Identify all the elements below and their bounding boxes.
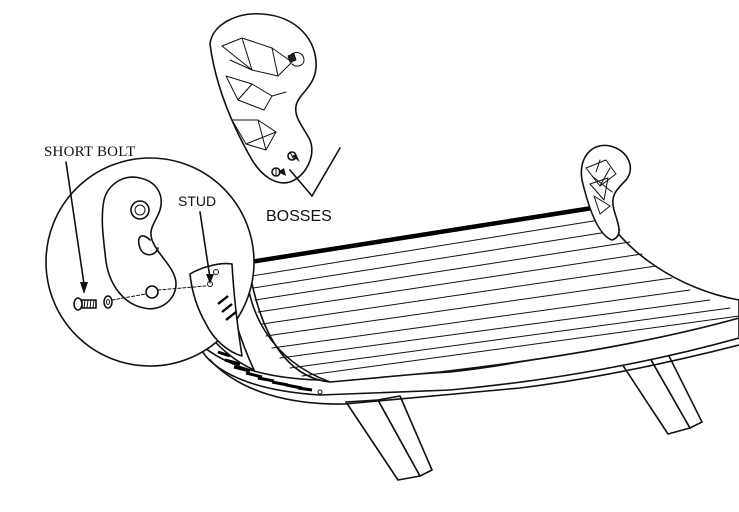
- stud-pointer: [199, 211, 211, 279]
- short-bolt: [73, 297, 97, 311]
- short-bolt-pointer: [65, 161, 85, 285]
- bed-base: [197, 299, 739, 405]
- bosses-label: BOSSES: [266, 208, 332, 225]
- rear-end-cap: [580, 144, 632, 241]
- magnifier-detail: [45, 157, 255, 367]
- bed-surface: [221, 203, 739, 383]
- washer: [103, 295, 113, 309]
- short-bolt-label: SHORT BOLT: [44, 144, 136, 160]
- base-vents: [217, 350, 323, 395]
- front-leg: [345, 395, 433, 481]
- stud-label: STUD: [178, 193, 216, 209]
- rear-leg: [621, 353, 703, 435]
- end-cap-detail: [209, 13, 317, 184]
- bosses-pointer: [278, 147, 341, 197]
